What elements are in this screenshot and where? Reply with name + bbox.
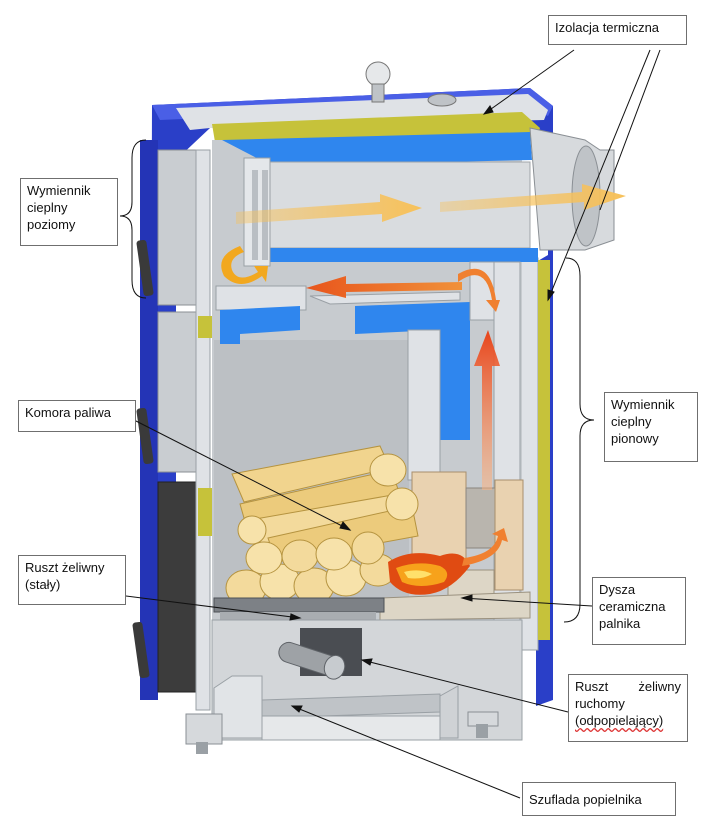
label-ruszt-staly-line2: (stały) [25,577,61,592]
label-wymiennik-poziomy-line1: Wymiennik [27,183,91,198]
flame [388,553,470,595]
leader-ruszt-ruchomy [361,659,569,713]
leader-izolacja-1 [483,49,575,115]
bracket-wymiennik-poziomy [119,139,147,299]
label-dysza-line2: ceramiczna [599,599,666,614]
leader-komora [133,419,351,531]
leader-lines [125,49,661,799]
label-ruszt-staly-line1: Ruszt żeliwny [25,560,105,575]
label-wymiennik-poziomy-line2: cieplny [27,200,68,215]
label-dysza-line1: Dysza [599,582,636,597]
firewood [225,445,419,607]
label-wymiennik-pionowy-line2: cieplny [611,414,652,429]
label-wymiennik-pionowy-line3: pionowy [611,431,659,446]
horizontal-heat-exchanger [222,61,615,267]
leader-szuflada [291,705,521,799]
leader-ruszt-ruchomy-head [360,658,373,666]
label-wymiennik-poziomy-line3: poziomy [27,217,76,232]
leader-dysza-head [460,594,473,602]
flue-gas-arrows [221,184,626,566]
brackets [119,139,595,623]
label-dysza-ceramiczna: Dysza ceramiczna palnika [592,577,686,645]
label-ruszt-ruchomy-line1: Ruszt żeliwny [575,679,681,694]
label-wymiennik-pionowy: Wymiennik cieplny pionowy [604,392,698,462]
label-dysza-line3: palnika [599,616,641,631]
label-szuflada-text: Szuflada popielnika [529,792,642,807]
label-ruszt-staly: Ruszt żeliwny (stały) [18,555,126,605]
label-ruszt-ruchomy-line3: (odpopielający) [575,713,664,728]
bracket-wymiennik-pionowy [563,257,595,623]
leader-izolacja-3 [599,49,661,211]
label-ruszt-ruchomy: Ruszt żeliwny ruchomy (odpopielający) [568,674,688,742]
label-ruszt-ruchomy-line2: ruchomy [575,696,625,711]
label-izolacja-text: Izolacja termiczna [555,20,660,35]
leader-izolacja-2 [547,49,651,301]
leader-izolacja-2-head [547,289,555,302]
leader-szuflada-head [290,705,303,713]
leader-ruszt-staly-head [289,613,302,621]
label-szuflada-popielnika: Szuflada popielnika [522,782,676,816]
leader-izolacja-1-head [482,105,494,115]
label-komora-text: Komora paliwa [25,405,111,420]
label-izolacja-termiczna: Izolacja termiczna [548,15,687,45]
ash-pit [185,619,523,754]
leader-dysza [461,597,593,607]
label-komora-paliwa: Komora paliwa [18,400,136,432]
label-wymiennik-pionowy-line1: Wymiennik [611,397,675,412]
leader-ruszt-staly [125,595,301,619]
fixed-grate [213,597,385,620]
label-wymiennik-poziomy: Wymiennik cieplny poziomy [20,178,118,246]
leader-komora-head [339,521,352,531]
